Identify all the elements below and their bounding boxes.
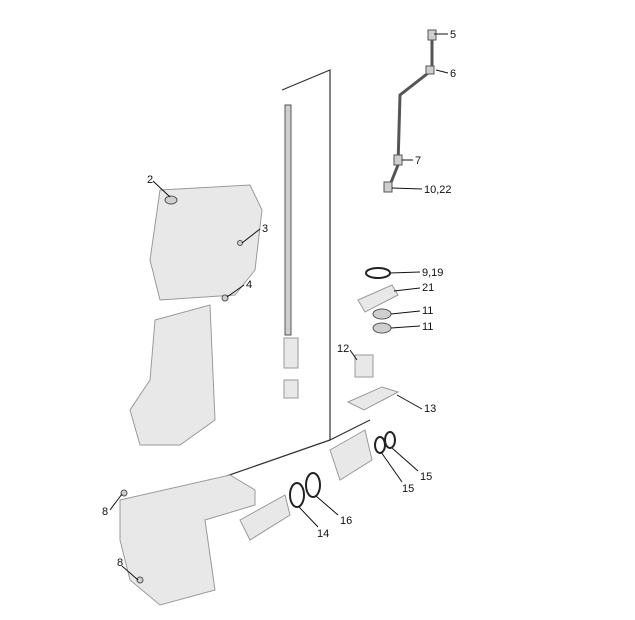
leader-line (152, 180, 171, 198)
gear-assembly (239, 494, 291, 541)
leader-line (393, 287, 421, 292)
callout-label: 6 (450, 68, 456, 80)
callout-label: 11 (422, 305, 433, 317)
callout-label: 9,19 (422, 267, 443, 279)
callout-label: 13 (424, 403, 436, 415)
leader-line (226, 284, 245, 298)
leader-line (390, 310, 421, 315)
leader-line (389, 271, 421, 274)
callout-label: 8 (102, 506, 108, 518)
bracket-12 (354, 354, 374, 378)
callout-label: 5 (450, 29, 456, 41)
shaft-bearing (283, 379, 299, 399)
callout-label: 15 (402, 483, 414, 495)
leader-line (380, 451, 403, 483)
callout-label: 8 (117, 557, 123, 569)
grommet-5 (427, 29, 437, 41)
drain-screw-upper (120, 489, 128, 497)
drive-shaft (284, 104, 292, 336)
shaft-sleeve (283, 337, 299, 369)
leader-line (109, 493, 123, 511)
gasket-13 (346, 386, 400, 411)
callout-label: 3 (262, 223, 268, 235)
callout-label: 16 (340, 515, 352, 527)
gear-case (119, 474, 256, 606)
leader-line (435, 69, 449, 74)
o-ring-16 (305, 472, 321, 498)
seal-15b (384, 431, 396, 449)
seal-11a (372, 308, 392, 320)
callout-labels: 5 6 7 10,22 2 3 4 9,19 21 11 11 12 13 15 15 8 16 14 8 (102, 29, 456, 581)
o-ring-14 (289, 482, 305, 508)
leader-line (391, 187, 423, 190)
callout-label: 2 (147, 174, 153, 186)
bearing-housing (329, 429, 373, 481)
seal-15a (374, 436, 386, 454)
leader-line (390, 325, 421, 329)
callout-label: 11 (422, 321, 433, 333)
drain-screw-lower (136, 576, 144, 584)
grommet-6 (425, 65, 435, 75)
callout-label: 7 (415, 155, 421, 167)
callout-label: 4 (246, 279, 252, 291)
upper-casing (149, 184, 263, 301)
callout-label: 14 (317, 528, 329, 540)
oil-seal-2 (164, 195, 178, 205)
water-tube (388, 35, 434, 186)
grommet-10 (383, 181, 393, 193)
leader-line (391, 447, 419, 472)
washer-4 (221, 294, 229, 302)
callout-label: 21 (422, 282, 434, 294)
assembly-frame (281, 69, 371, 441)
grommet-7 (393, 154, 403, 166)
seal-11b (372, 322, 392, 334)
callout-label: 12 (337, 343, 349, 355)
leader-line (315, 495, 339, 516)
leader-line (298, 506, 319, 528)
callout-label: 10,22 (424, 184, 452, 196)
assembly-frame-lower (214, 439, 331, 481)
leader-line (396, 394, 423, 410)
leader-line (121, 565, 139, 581)
lower-casing (129, 304, 216, 446)
plate-21 (357, 284, 399, 313)
callout-label: 15 (420, 471, 432, 483)
leader-line (349, 349, 358, 361)
screw-3 (237, 240, 243, 246)
o-ring-9 (365, 267, 391, 279)
leader-line (241, 228, 261, 244)
